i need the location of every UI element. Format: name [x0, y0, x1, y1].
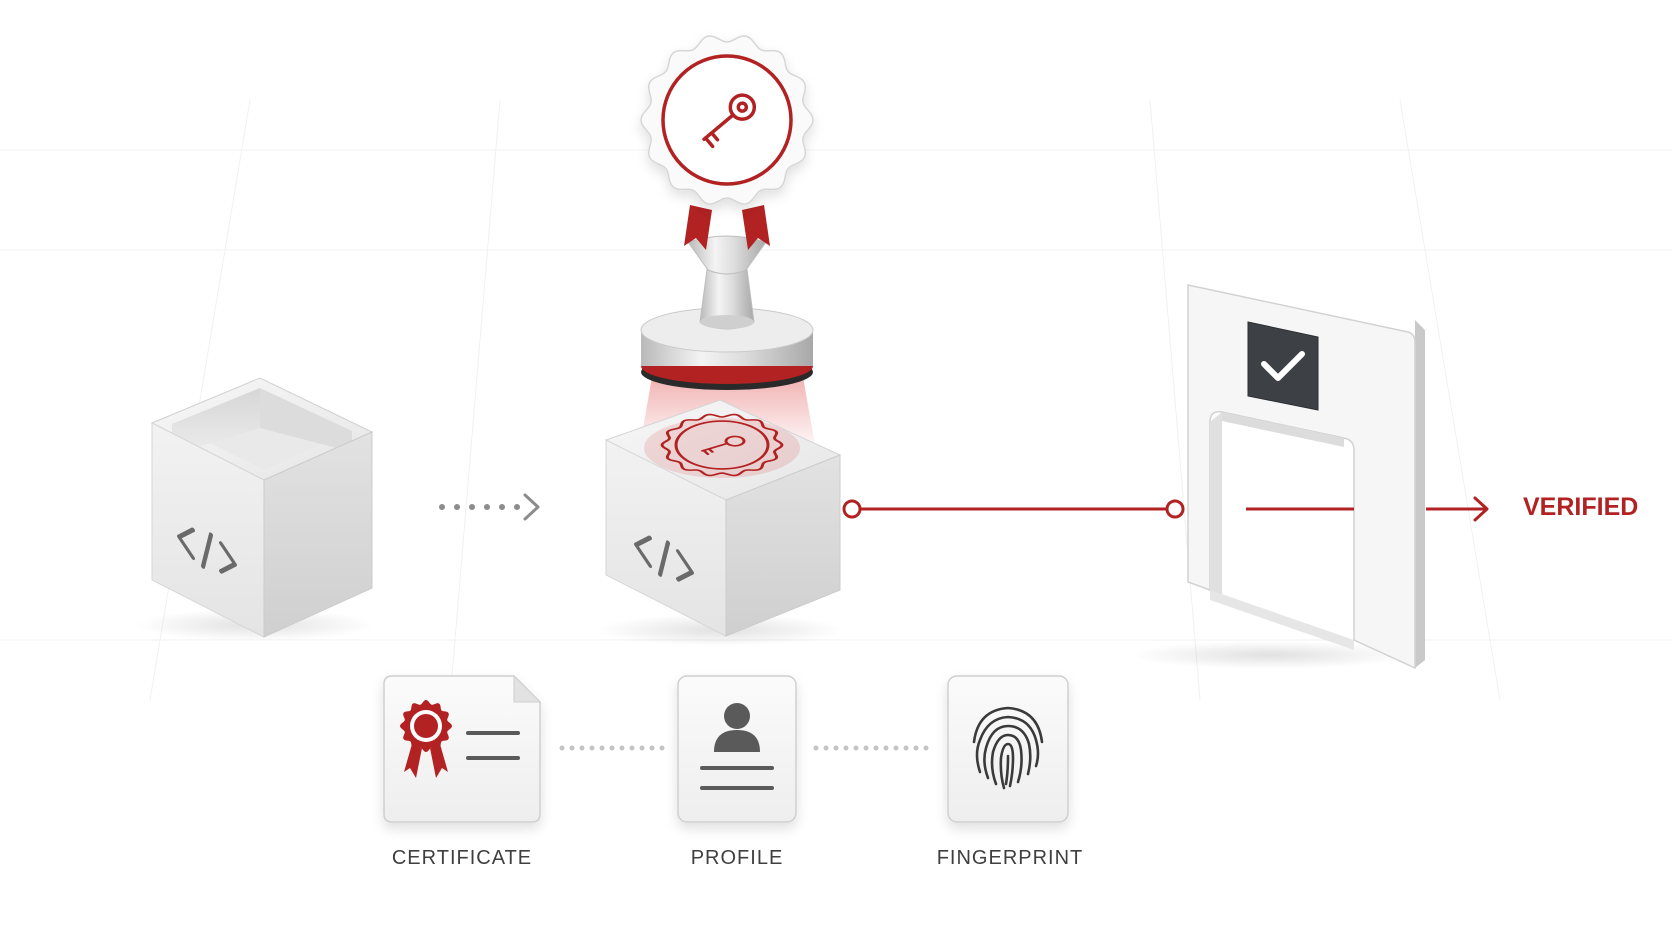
package-seal: [660, 413, 784, 477]
code-icon: [634, 535, 694, 582]
arrow-head-icon: [523, 493, 540, 521]
gate-display: [1247, 321, 1319, 411]
profile-icon: [700, 703, 774, 790]
check-icon: [1261, 351, 1305, 381]
key-icon: [702, 93, 757, 149]
certificate-card: [383, 674, 542, 823]
verification-gate: [1130, 284, 1425, 670]
credential-connectors: [559, 745, 929, 751]
key-icon: [701, 435, 746, 455]
ribbon-left: [684, 205, 712, 250]
certificate-icon: [400, 700, 520, 778]
fingerprint-card: [947, 675, 1069, 823]
profile-label: PROFILE: [690, 847, 784, 869]
ribbon-right: [742, 205, 770, 250]
fingerprint-icon: [972, 706, 1044, 790]
verified-label: VERIFIED: [1523, 493, 1639, 521]
signing-stamp: [640, 35, 815, 445]
fingerprint-label: FINGERPRINT: [936, 847, 1084, 869]
code-icon: [177, 527, 237, 574]
verified-arrow-icon: [1473, 496, 1489, 522]
unsigned-package: [135, 377, 375, 641]
verification-line: [842, 496, 1489, 522]
certificate-label: CERTIFICATE: [391, 847, 533, 869]
flow-arrow-dotted: [439, 493, 540, 521]
signed-package: [595, 399, 845, 646]
connector-node-start: [842, 499, 862, 519]
connector-node-gate: [1165, 499, 1185, 519]
